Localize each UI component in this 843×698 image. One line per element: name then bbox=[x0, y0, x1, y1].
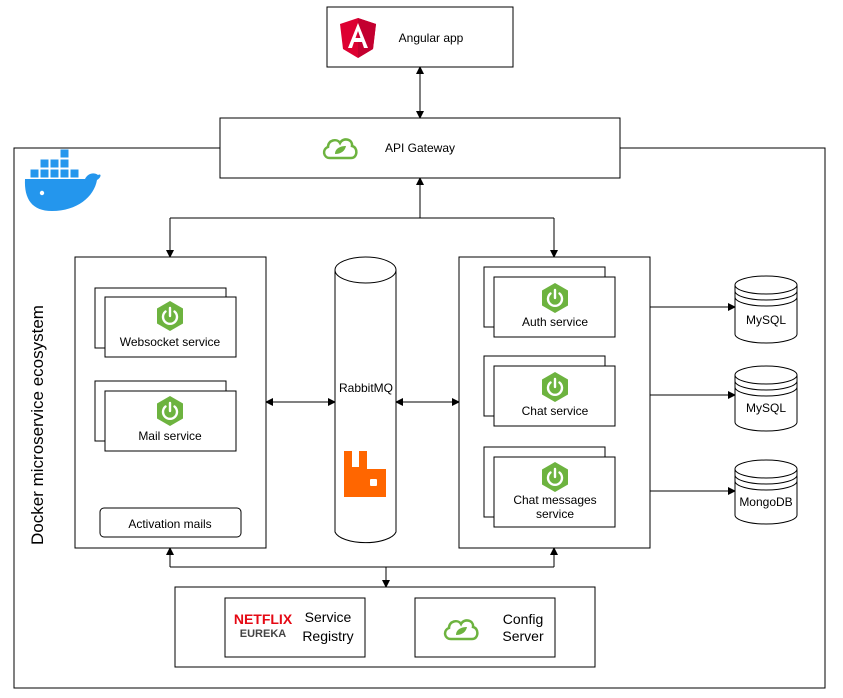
spring-cloud-icon bbox=[443, 619, 479, 641]
chat-service-label: Chat service bbox=[522, 404, 589, 418]
rabbitmq-queue bbox=[334, 256, 397, 544]
rabbitmq-icon bbox=[344, 451, 386, 497]
mysql-2-label: MySQL bbox=[746, 401, 786, 415]
mysql-database-2 bbox=[734, 365, 798, 432]
activation-mails-label: Activation mails bbox=[128, 517, 211, 531]
config-server-label-line1: Config bbox=[503, 611, 543, 627]
angular-app-label: Angular app bbox=[399, 31, 464, 45]
mysql-1-label: MySQL bbox=[746, 313, 786, 327]
config-server-box bbox=[414, 597, 556, 658]
service-registry-label-line1: Service bbox=[305, 609, 352, 625]
mysql-database-1 bbox=[734, 275, 798, 344]
websocket-service-label: Websocket service bbox=[120, 335, 221, 349]
mail-service-label: Mail service bbox=[138, 429, 202, 443]
netflix-eureka-logo: NETFLIX EUREKA bbox=[234, 611, 293, 640]
activation-mails-box bbox=[99, 507, 242, 538]
spring-cloud-icon bbox=[322, 138, 358, 160]
api-gateway-label: API Gateway bbox=[385, 141, 455, 155]
docker-whale-icon bbox=[24, 148, 101, 211]
eureka-logo-text: EUREKA bbox=[240, 628, 287, 640]
rabbitmq-label: RabbitMQ bbox=[339, 381, 393, 395]
ecosystem-label: Docker microservice ecosystem bbox=[28, 305, 47, 545]
service-registry-label-line2: Registry bbox=[302, 628, 353, 644]
mongodb-label: MongoDB bbox=[739, 495, 792, 509]
netflix-logo-text: NETFLIX bbox=[234, 611, 293, 627]
chat-messages-service-label-line2: service bbox=[536, 507, 574, 521]
chat-messages-service-label-line1: Chat messages bbox=[513, 493, 596, 507]
config-server-label-line2: Server bbox=[502, 628, 544, 644]
service-registry-box bbox=[224, 597, 366, 658]
angular-icon bbox=[340, 18, 376, 58]
auth-service-label: Auth service bbox=[522, 315, 588, 329]
mongodb-database bbox=[734, 459, 798, 525]
api-gateway-box bbox=[219, 117, 621, 179]
